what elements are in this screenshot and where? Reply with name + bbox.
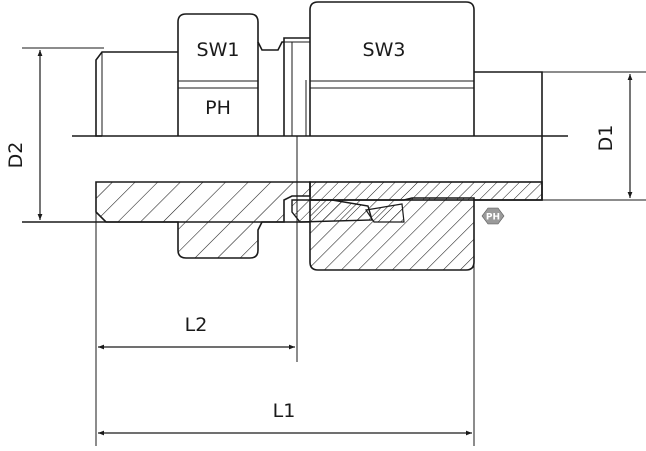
section-view [22,181,543,271]
l1-label: L1 [273,400,296,422]
d1-label: D1 [595,125,617,152]
ph-label: PH [205,97,231,119]
nut-section-hatch [309,197,475,271]
dimension-lines [22,47,646,446]
ph-logo-text: PH [486,213,500,223]
sw3-label: SW3 [363,39,406,61]
d2-label: D2 [5,142,27,169]
l2-label: L2 [185,314,208,336]
sw1-label: SW1 [197,39,240,61]
body-outline [72,1,568,201]
body-section-hatch [95,181,311,259]
ph-logo: PH [481,207,505,225]
